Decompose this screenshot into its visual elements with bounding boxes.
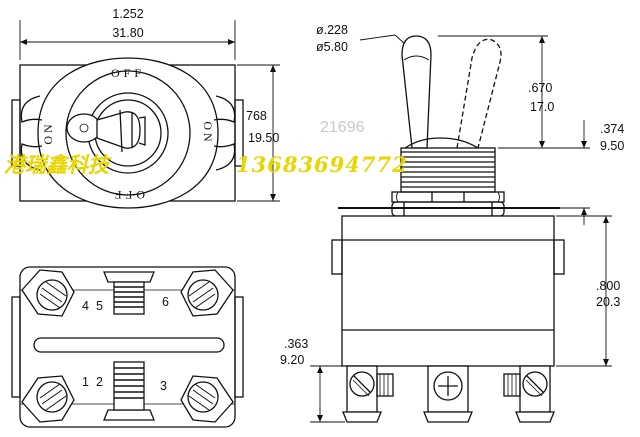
terminal-6 (180, 269, 234, 317)
top-view (11, 20, 280, 209)
terminal-number-3: 3 (160, 379, 167, 393)
terminal-3 (180, 375, 234, 423)
terminal-number-6: 6 (162, 295, 169, 309)
bushing-marking: 21696 (320, 119, 365, 136)
off-bottom-label: OFF (111, 188, 145, 202)
bushing-in-label: .374 (600, 122, 624, 136)
on-right-label: ON (201, 121, 215, 144)
tip-mm-label: ø5.80 (316, 40, 348, 54)
terminal-2 (103, 361, 155, 421)
terminal-in-label: .363 (284, 337, 308, 351)
lever-mm-label: 17.0 (530, 100, 554, 114)
terminal-mm-label: 9.20 (280, 353, 304, 367)
height-mm-label: 19.50 (248, 131, 279, 145)
side-terminals (342, 365, 555, 423)
terminal-1 (21, 375, 75, 423)
height-in-label: 768 (246, 109, 267, 123)
terminal-number-1: 1 (82, 375, 89, 389)
watermark-phone: 13683694772 (236, 152, 408, 177)
lever-in-label: .670 (528, 81, 552, 95)
width-in-label: 1.252 (112, 7, 143, 21)
body-in-label: .800 (596, 279, 620, 293)
body-mm-label: 20.3 (596, 295, 620, 309)
terminal-number-5: 5 (96, 299, 103, 313)
watermark-company: 港瑞鑫科技 (4, 152, 112, 177)
off-top-label: OFF (111, 66, 145, 80)
terminal-number-4: 4 (82, 299, 89, 313)
terminal-5 (103, 271, 155, 315)
bushing-mm-label: 9.50 (600, 139, 624, 153)
on-left-label: ON (41, 121, 55, 144)
side-view (310, 34, 612, 423)
bottom-view (11, 266, 244, 428)
tip-in-label: ø.228 (316, 23, 348, 37)
terminal-4 (21, 269, 75, 317)
width-mm-label: 31.80 (112, 26, 143, 40)
terminal-number-2: 2 (96, 375, 103, 389)
